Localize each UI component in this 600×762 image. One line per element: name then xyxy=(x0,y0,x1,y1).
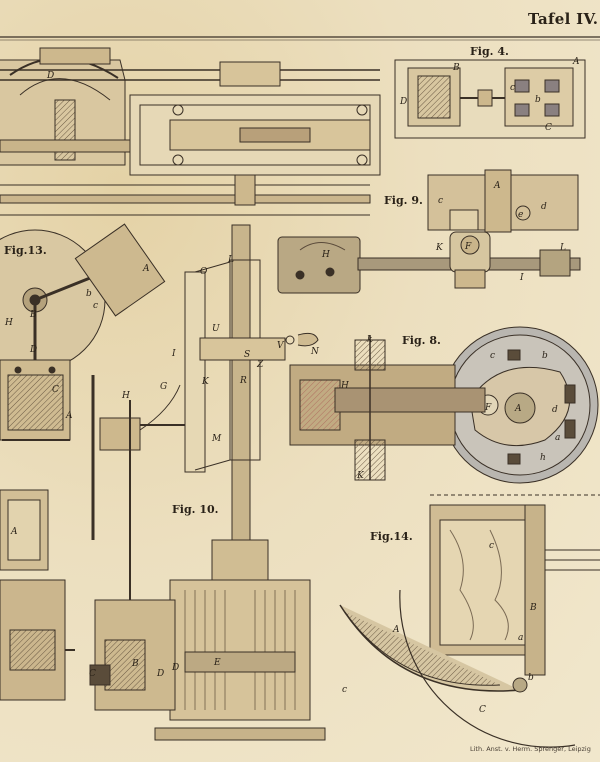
letter: c xyxy=(489,541,494,551)
letter: b xyxy=(535,95,541,105)
letter: E xyxy=(213,658,221,668)
letter: C xyxy=(89,669,96,679)
letter: e xyxy=(518,210,523,220)
letter: c xyxy=(438,196,443,206)
letter: O xyxy=(200,267,208,277)
letter: k xyxy=(367,335,372,345)
letter: H xyxy=(4,318,13,328)
letter: D xyxy=(399,97,407,107)
fig9-caption: Fig. 9. xyxy=(384,194,423,207)
letter: I xyxy=(171,349,176,359)
letter: K xyxy=(201,377,210,387)
top-engine-drawing xyxy=(0,47,381,216)
fig8-caption: Fig. 8. xyxy=(402,334,441,347)
letter: H xyxy=(121,391,130,401)
letter: N xyxy=(310,347,320,357)
letter: F xyxy=(464,242,472,252)
letter: a xyxy=(518,633,523,643)
fig13-caption: Fig.13. xyxy=(4,244,47,257)
letter: D xyxy=(29,345,37,355)
letter: c xyxy=(342,685,347,695)
letter: C xyxy=(545,123,552,133)
letter: A xyxy=(572,57,580,67)
letter: b xyxy=(86,289,92,299)
lithographer-credit: Lith. Anst. v. Herm. Sprenger, Leipzig xyxy=(470,745,591,753)
letter: A xyxy=(514,404,522,414)
letter: C xyxy=(52,385,59,395)
fig13-drawing xyxy=(0,223,166,441)
letter: A xyxy=(493,181,501,191)
top-border xyxy=(0,36,600,41)
letter: A xyxy=(392,625,400,635)
letter: c xyxy=(93,301,98,311)
letter: G xyxy=(160,382,167,392)
fig10-drawing xyxy=(89,224,326,741)
letter: d xyxy=(552,405,558,415)
letter: A xyxy=(65,411,73,421)
letter: D xyxy=(171,663,179,673)
letter: Z xyxy=(256,360,264,370)
letter: c xyxy=(510,83,515,93)
letter: h xyxy=(540,453,546,463)
letter: I xyxy=(519,273,524,283)
letter: L xyxy=(559,243,566,253)
letter: b xyxy=(542,351,548,361)
letter: B xyxy=(452,63,460,73)
letter: D xyxy=(46,71,54,81)
letter: d xyxy=(541,202,547,212)
letter: a xyxy=(555,433,560,443)
letter: H xyxy=(321,250,330,260)
fig4-caption: Fig. 4. xyxy=(470,45,509,58)
letter: c xyxy=(490,351,495,361)
letter: D xyxy=(156,669,164,679)
letter: U xyxy=(212,324,220,334)
letter: V xyxy=(277,341,285,351)
fig10-caption: Fig. 10. xyxy=(172,503,219,516)
fig14-drawing xyxy=(339,494,600,748)
left-parts-drawing xyxy=(0,489,75,701)
fig8-drawing xyxy=(289,326,599,484)
letter: L xyxy=(227,255,234,265)
letter: S xyxy=(244,350,250,360)
letter: R xyxy=(239,376,247,386)
letter: H xyxy=(340,381,349,391)
letter: F xyxy=(484,403,492,413)
letter: A xyxy=(10,527,18,537)
plate-title: Tafel IV. xyxy=(528,10,599,28)
letter: B xyxy=(29,310,37,320)
fig4-drawing xyxy=(394,59,586,139)
drawing-letters: D D c b A B C A c d e K F L I H A b c B … xyxy=(4,57,580,715)
letter: B xyxy=(131,659,139,669)
letter: K xyxy=(435,243,444,253)
fig9-drawing xyxy=(277,169,581,294)
letter: A xyxy=(142,264,150,274)
letter: b xyxy=(528,673,534,683)
letter: C xyxy=(479,705,486,715)
letter: B xyxy=(529,603,537,613)
fig14-caption: Fig.14. xyxy=(370,530,413,543)
letter: M xyxy=(211,434,222,444)
letter: K xyxy=(356,471,365,481)
